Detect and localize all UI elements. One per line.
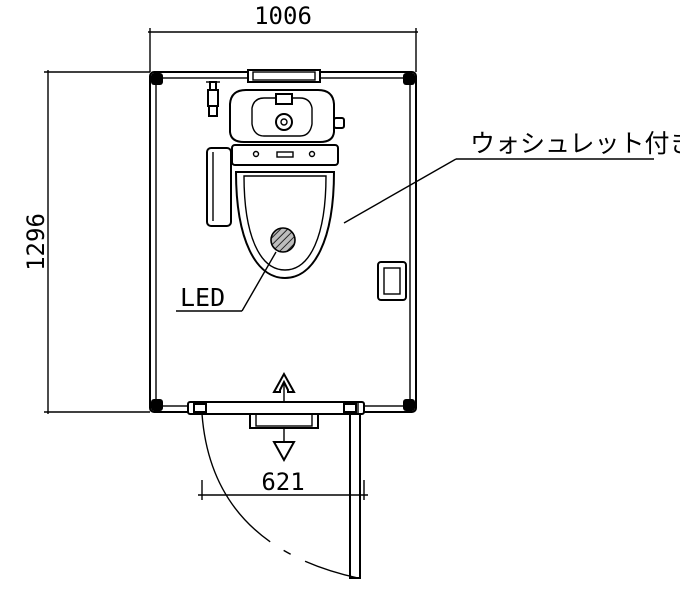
- washlet-label: ウォシュレット付き: [470, 129, 680, 158]
- washlet-callout: ウォシュレット付き: [343, 129, 680, 224]
- height-dimension: 1296: [22, 70, 150, 414]
- front-frame: [187, 401, 365, 415]
- double-arrow-icon: [272, 371, 296, 463]
- wall-control-panel: [206, 147, 232, 227]
- door-swing: [201, 413, 359, 579]
- door-width-dimension: 621: [198, 468, 368, 500]
- door-leaf: [349, 413, 361, 579]
- led-light: [270, 227, 296, 253]
- flush-valve: [206, 81, 220, 117]
- led-label: LED: [180, 283, 225, 312]
- door-lock: [249, 413, 319, 429]
- paper-holder: [377, 261, 407, 301]
- led-callout: LED: [176, 251, 277, 312]
- toilet: [229, 89, 345, 280]
- height-dimension-label: 1296: [22, 213, 50, 271]
- width-dimension-label: 1006: [254, 2, 312, 30]
- wall-vent: [247, 69, 321, 83]
- width-dimension: 1006: [148, 2, 418, 72]
- door-width-label: 621: [261, 468, 304, 496]
- hatched-circle-icon: [270, 227, 296, 253]
